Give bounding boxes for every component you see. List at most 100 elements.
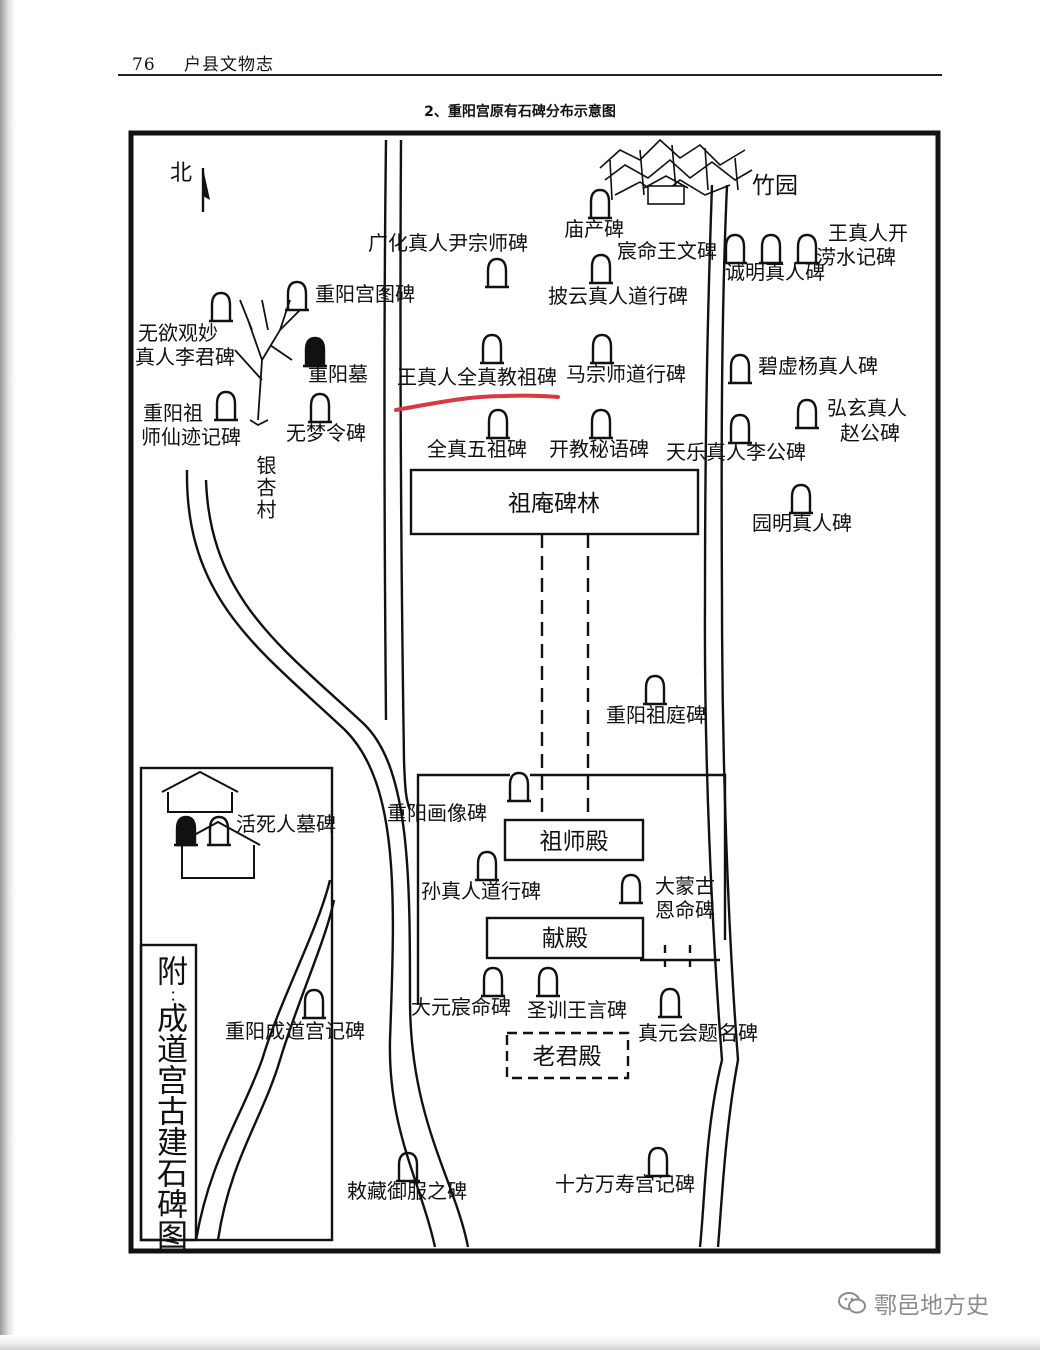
stele-label: 碧虚杨真人碑 xyxy=(758,354,878,378)
stele-label: 开教秘语碑 xyxy=(549,437,649,461)
map-frame xyxy=(128,130,941,1254)
forest-label: 祖庵碑林 xyxy=(508,491,600,517)
stele-label: 涝水记碑 xyxy=(816,245,896,269)
stele-label: 弘玄真人 xyxy=(827,396,907,420)
stele-label: 真元会题名碑 xyxy=(638,1021,758,1045)
stele-icon xyxy=(721,233,749,265)
ginkgo-tree-icon xyxy=(234,299,301,427)
zushi-hall-label: 祖师殿 xyxy=(540,829,609,855)
stele-icon xyxy=(587,408,615,440)
inset-title: 成道宫古建石碑图 xyxy=(151,1002,188,1250)
stele-icon xyxy=(588,333,616,365)
stele-label: 无欲观妙 xyxy=(138,321,218,345)
watermark-text: 鄠邑地方史 xyxy=(874,1293,989,1319)
stele-label: 重阳成道宫记碑 xyxy=(225,1019,365,1043)
road-north-left-edge xyxy=(383,139,388,721)
stele-label: 大蒙古 xyxy=(655,874,715,898)
watermark: 鄠邑地方史 xyxy=(838,1286,989,1320)
wechat-icon xyxy=(838,1292,866,1314)
stele-icon xyxy=(207,291,235,323)
stele-icon xyxy=(479,966,507,998)
stele-label: 重阳祖庭碑 xyxy=(606,703,706,727)
stele-icon xyxy=(787,483,815,515)
inset-buildings xyxy=(161,770,261,879)
stele-icon xyxy=(306,392,334,424)
stele-icon xyxy=(726,413,754,445)
gate-dashes xyxy=(663,945,692,968)
stele-label: 师仙迹记碑 xyxy=(141,425,241,449)
road-east-left-edge xyxy=(698,184,724,1248)
stele-icon xyxy=(484,408,512,440)
stele-label: 庙产碑 xyxy=(564,217,624,241)
laojun-hall-label: 老君殿 xyxy=(533,1044,602,1070)
stele-label: 重阳祖 xyxy=(143,401,203,425)
road-west-left-edge xyxy=(185,469,437,1248)
zushi-hall: 祖师殿 xyxy=(503,818,645,862)
stele-label: 园明真人碑 xyxy=(752,511,852,535)
north-arrow: 北 xyxy=(170,161,210,212)
stele-label: 孙真人道行碑 xyxy=(421,879,541,903)
stele-label: 全真五祖碑 xyxy=(427,437,527,461)
inset-title-box xyxy=(139,943,198,1242)
stele-label: 广化真人尹宗师碑 xyxy=(368,231,528,255)
bamboo-icon xyxy=(599,138,753,205)
stele-icon xyxy=(478,333,506,365)
stele-icon xyxy=(283,280,311,312)
stele-label: 王真人开 xyxy=(828,221,908,245)
stele-icon xyxy=(757,233,785,265)
stele-label: 天乐真人李公碑 xyxy=(666,440,806,464)
road-inset-diag xyxy=(194,879,332,1241)
stele-label: 诚明真人碑 xyxy=(725,260,825,284)
stele-label: 重阳宫图碑 xyxy=(315,282,415,306)
stele-label: 重阳画像碑 xyxy=(387,801,487,825)
map-labels: 竹园 庙产碑 广化真人尹宗师碑 宸命王文碑 王真人开 涝水记碑 诚明真人碑 披云… xyxy=(135,173,908,1203)
forest-building: 祖庵碑林 xyxy=(409,468,700,536)
stele-icon xyxy=(212,390,240,422)
page-header: 76 户县文物志 xyxy=(132,50,274,75)
stele-label: 大元宸命碑 xyxy=(411,995,511,1019)
village-label: 银杏村 xyxy=(253,455,277,521)
stele-icon xyxy=(586,188,614,220)
stele-label: 圣训王言碑 xyxy=(527,998,627,1022)
book-title: 户县文物志 xyxy=(184,55,275,75)
scan-left-edge-shadow xyxy=(0,0,16,1350)
stele-label: 重阳墓 xyxy=(308,362,368,386)
red-underline-annotation xyxy=(394,393,560,412)
inset-title-prefix: 附 xyxy=(151,955,187,986)
stele-label: 赵公碑 xyxy=(840,421,900,445)
stele-label: 恩命碑 xyxy=(655,898,715,922)
compound-wall xyxy=(416,773,727,1005)
road-inset-diag-2 xyxy=(216,899,336,1241)
stele-icon xyxy=(505,771,533,803)
stele-icon xyxy=(617,873,645,905)
road-east-right-edge xyxy=(716,184,740,1248)
road-west-right-edge xyxy=(204,479,470,1248)
stele-icon xyxy=(300,988,328,1020)
north-label: 北 xyxy=(170,161,192,186)
stele-icon xyxy=(656,987,684,1019)
stele-label: 无梦令碑 xyxy=(286,421,366,445)
stele-icon xyxy=(587,253,615,285)
laojun-hall: 老君殿 xyxy=(505,1031,630,1080)
scan-bottom-edge-shadow xyxy=(0,1335,1040,1350)
roads xyxy=(185,139,740,1248)
header-rule xyxy=(118,74,942,76)
stele-label: 敕藏御服之碑 xyxy=(347,1179,467,1203)
stele-icon xyxy=(483,257,511,289)
stele-icon xyxy=(534,966,562,998)
stele-label: 王真人全真教祖碑 xyxy=(397,365,557,389)
stele-label: 马宗师道行碑 xyxy=(566,362,686,386)
bamboo-garden-label: 竹园 xyxy=(752,173,798,199)
stele-label: 活死人墓碑 xyxy=(236,812,336,836)
road-north-right-edge xyxy=(399,139,412,811)
axis-dashes xyxy=(540,534,590,818)
xian-hall: 献殿 xyxy=(485,916,645,960)
page-number: 76 xyxy=(132,55,156,75)
stele-label: 真人李君碑 xyxy=(135,345,235,369)
stele-label: 披云真人道行碑 xyxy=(548,284,688,308)
stele-label: 宸命王文碑 xyxy=(617,239,717,263)
stele-icon xyxy=(793,398,821,430)
stele-icon xyxy=(473,850,501,882)
stele-label: 十方万寿宫记碑 xyxy=(555,1172,695,1196)
stele-icon xyxy=(726,353,754,385)
